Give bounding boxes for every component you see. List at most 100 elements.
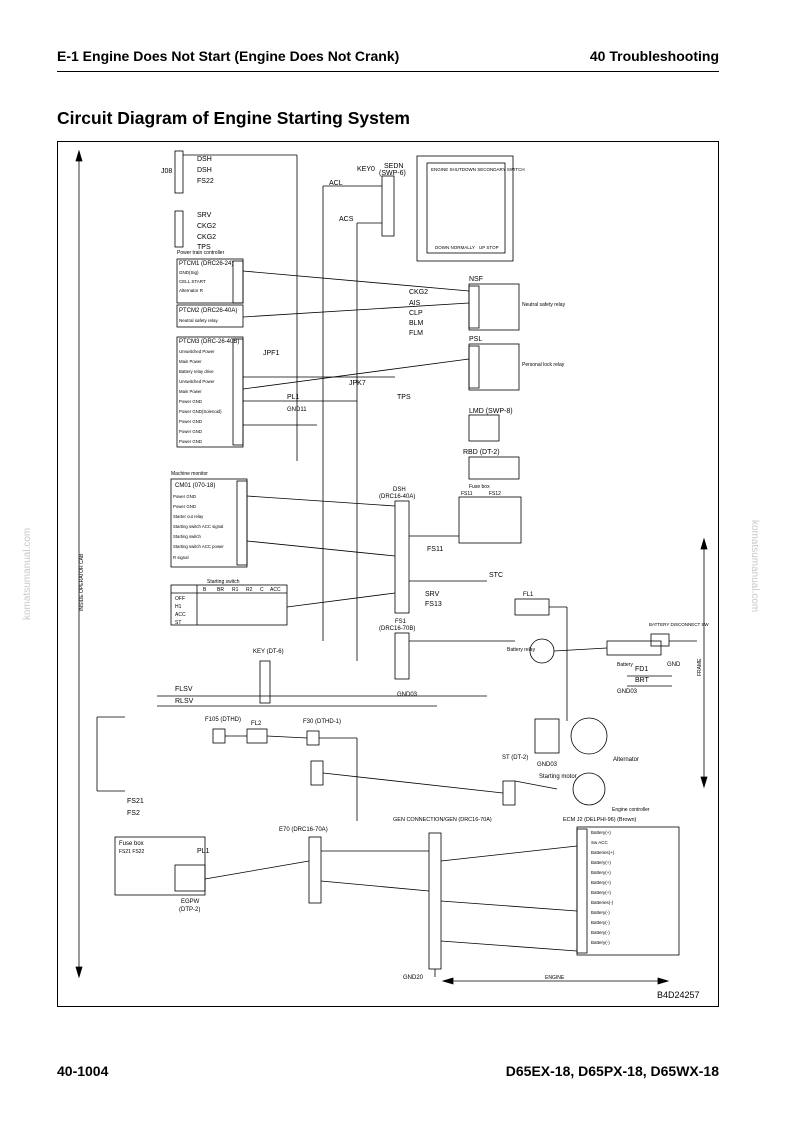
- fl2-label: FL2: [251, 721, 262, 727]
- ckg2-label: CKG2: [409, 289, 428, 296]
- frame-region-label: FRAME: [697, 658, 703, 676]
- ecm-row-1: Sw ACC: [591, 840, 609, 845]
- ptcm3-row-2: Battery relay drive: [179, 369, 214, 374]
- ss-col-0: B: [203, 587, 207, 593]
- ptcm1-row-2: Alternator R: [179, 288, 204, 293]
- dsh-code: (DRC16-40A): [379, 494, 415, 500]
- battery-relay-label: Battery relay: [507, 647, 536, 653]
- sedn-code: (SWP-6): [379, 170, 406, 177]
- ptcm3-title: PTCM3 (DRC-26-40B): [179, 339, 239, 345]
- ecm-row-0: Battery(+): [591, 830, 611, 835]
- gnd11-label: GND11: [287, 407, 307, 413]
- ptcm3-row-5: Power GND: [179, 399, 202, 404]
- start-switch-heading: Starting switch: [207, 579, 240, 585]
- fs13-signal: FS13: [425, 601, 442, 608]
- nsf-label: NSF: [469, 276, 483, 283]
- egpw-code: (DTP-2): [179, 907, 200, 913]
- page-title: Circuit Diagram of Engine Starting Syste…: [57, 108, 410, 128]
- fs1-code: (DRC16-70B): [379, 626, 415, 632]
- blm-label: BLM: [409, 320, 424, 327]
- model-list: D65EX-18, D65PX-18, D65WX-18: [505, 1063, 719, 1079]
- ecm-row-9: Battery(-): [591, 920, 610, 925]
- ecm-title: ECM J2 (DELPHI-96) (Brown): [563, 817, 637, 823]
- fusebox-fs11: FS11: [461, 491, 473, 497]
- j08-pin-4: CKG2: [197, 223, 216, 230]
- fs2-signal: FS2: [127, 810, 140, 817]
- sedn-down: DOWN NORMALLY: [435, 245, 475, 250]
- ptcm3-row-8: Power GND: [179, 429, 202, 434]
- psl-desc: Personal lock relay: [522, 362, 565, 368]
- ss-row-3: ST: [175, 620, 181, 626]
- engine-region-label: ENGINE: [545, 975, 565, 981]
- ss-row-1: H1: [175, 604, 182, 610]
- ecm-row-7: Batteries(-): [591, 900, 614, 905]
- ecm-row-10: Battery(-): [591, 930, 610, 935]
- gnd03-label-c: GND03: [537, 762, 558, 768]
- st-label: ST (DT-2): [502, 755, 528, 761]
- e70-label: E70 (DRC16-70A): [279, 827, 328, 833]
- gnd03-label-a: GND03: [617, 689, 638, 695]
- clp-label: CLP: [409, 310, 423, 317]
- cab-region-label: INSIDE OPERATOR CAB: [79, 553, 85, 611]
- ss-row-0: OFF: [175, 596, 185, 602]
- j08-pin-6: TPS: [197, 244, 211, 251]
- fusebox-title: Fuse box: [469, 484, 490, 490]
- ptcm1-row-1: CELL START: [179, 279, 206, 284]
- fs1-label: FS1: [395, 619, 407, 625]
- ecm-row-3: Battery(+): [591, 860, 611, 865]
- ss-col-1: BR: [217, 587, 224, 593]
- stc-signal: STC: [489, 572, 503, 579]
- alternator-label: Alternator: [613, 757, 639, 763]
- page-number: 40-1004: [57, 1063, 109, 1079]
- f30-label: F30 (DTHD-1): [303, 719, 341, 725]
- lmd-label: LMD (SWP-8): [469, 408, 513, 415]
- monitor-row-1: Power GND: [173, 504, 196, 509]
- monitor-row-2: Starter cut relay: [173, 514, 204, 519]
- flm-label: FLM: [409, 330, 423, 337]
- ptcm3-row-3: Unswitched Power: [179, 379, 215, 384]
- rlsv-signal: RLSV: [175, 698, 194, 705]
- brt-signal: BRT: [635, 677, 650, 684]
- ptcm3-row-4: Main Power: [179, 389, 202, 394]
- circuit-diagram: KEY0 ACL ACS SEDN (SWP-6) ENGINE SHUTDOW…: [75, 149, 709, 1000]
- ptcm2-title: PTCM2 (DRC26-40A): [179, 308, 237, 314]
- monitor-title: CM01 (070-18): [175, 483, 215, 489]
- ptcm-heading: Power train controller: [177, 250, 225, 256]
- drawing-code: B4D24257: [657, 990, 700, 1000]
- pl1-signal-b: PL1: [197, 848, 210, 855]
- f105-label: F105 (DTHD): [205, 717, 241, 723]
- monitor-row-0: Power GND: [173, 494, 196, 499]
- egpw-label: EGPW: [181, 899, 200, 905]
- ss-row-2: ACC: [175, 612, 186, 618]
- gen-connection-label: GEN CONNECTION/GEN (DRC16-70A): [393, 817, 492, 823]
- ptcm3-row-6: Power GND(Solenoid): [179, 409, 222, 414]
- flsv-signal: FLSV: [175, 686, 193, 693]
- ecm-row-6: Battery(+): [591, 890, 611, 895]
- battery-label: Battery: [617, 662, 633, 668]
- nsf-desc: Neutral safety relay: [522, 302, 566, 308]
- gnd03-label-b: GND03: [397, 692, 418, 698]
- chapter-title: 40 Troubleshooting: [589, 48, 719, 64]
- fusebox-fs12: FS12: [489, 491, 501, 497]
- tps-label: TPS: [397, 394, 411, 401]
- j08-pin-2: FS22: [197, 178, 214, 185]
- ptcm3-row-0: Unswitched Power: [179, 349, 215, 354]
- monitor-row-3: Starting switch ACC signal: [173, 524, 223, 529]
- monitor-row-5: Starting switch ACC power: [173, 544, 224, 549]
- fd1-signal: FD1: [635, 666, 648, 673]
- monitor-heading: Machine monitor: [171, 471, 208, 477]
- monitor-row-6: R signal: [173, 555, 189, 560]
- pl1-label: PL1: [287, 394, 300, 401]
- ecm-row-8: Battery(-): [591, 910, 610, 915]
- ecm-row-4: Battery(+): [591, 870, 611, 875]
- j08-label: J08: [161, 168, 172, 175]
- sedn-label: SEDN: [384, 163, 403, 170]
- watermark-right: komatsumanual.com: [749, 520, 760, 613]
- srv-signal: SRV: [425, 591, 440, 598]
- j08-pin-0: DSH: [197, 156, 212, 163]
- dsh-label: DSH: [393, 487, 406, 493]
- watermark-left: komatsumanual.com: [22, 527, 33, 620]
- fs21-signal: FS21: [127, 798, 144, 805]
- jpf1-label: JPF1: [263, 350, 279, 357]
- gnd20-label: GND20: [403, 975, 424, 981]
